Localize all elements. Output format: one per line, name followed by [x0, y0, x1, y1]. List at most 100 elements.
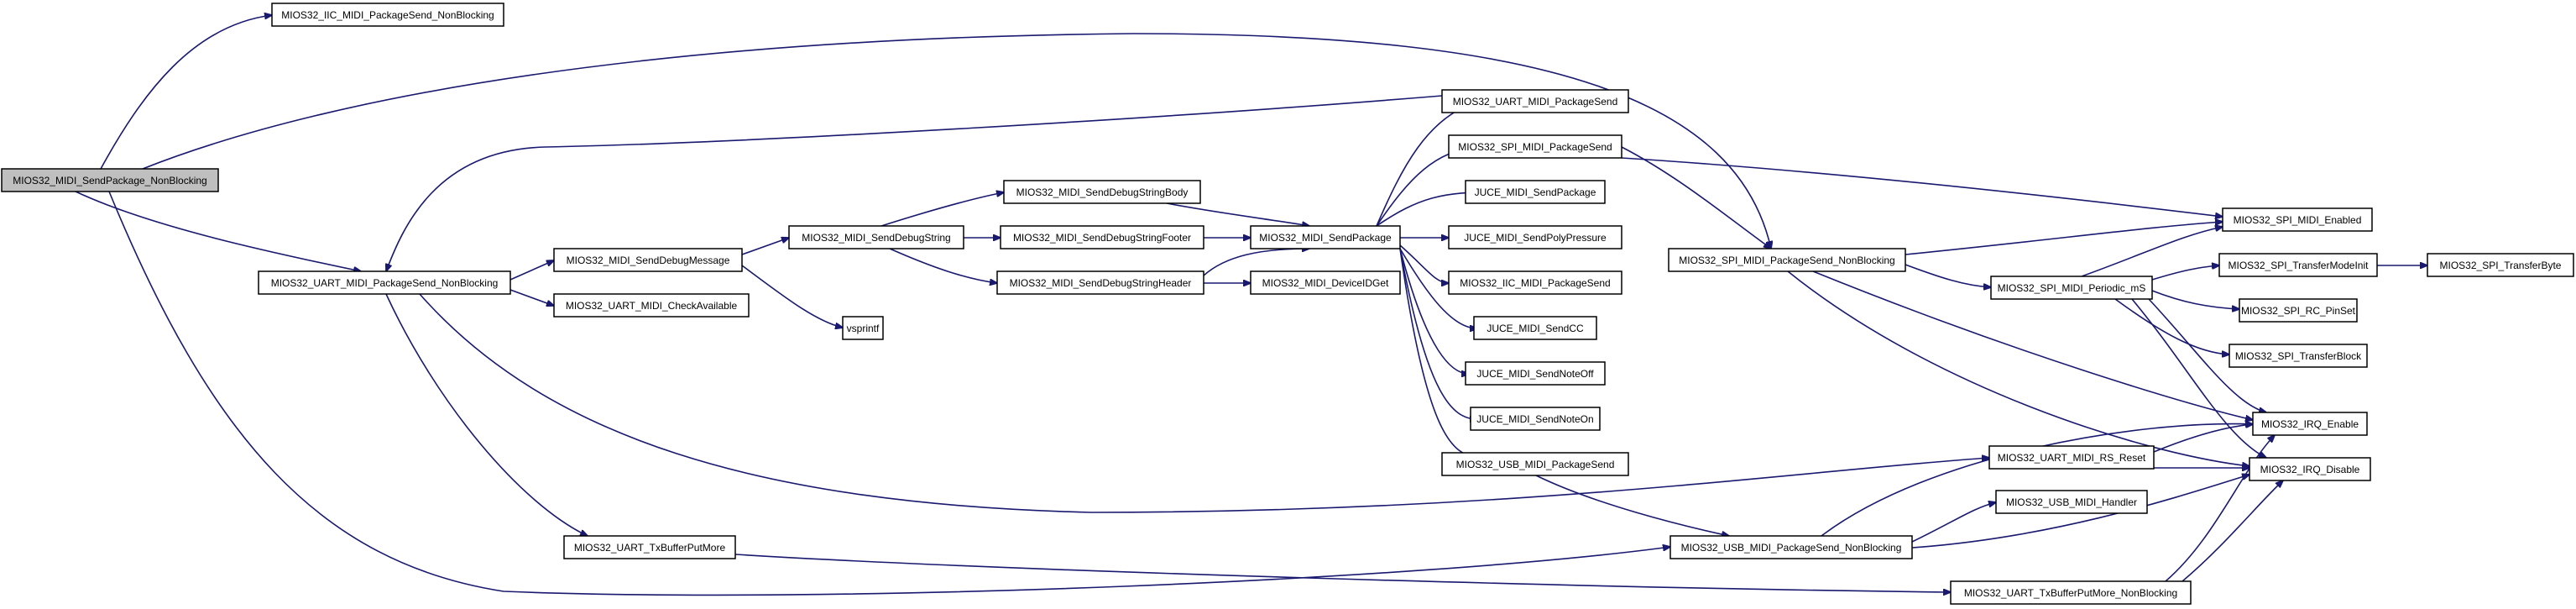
node-label: MIOS32_MIDI_SendPackage	[1259, 232, 1392, 244]
edge-mios32-midi-sendpackage-nonblocking-to-mios32-uart-midi-packagesend-nonblocking	[75, 191, 361, 271]
node-mios32-usb-midi-packagesend[interactable]: MIOS32_USB_MIDI_PackageSend	[1441, 452, 1629, 476]
node-mios32-spi-midi-enabled[interactable]: MIOS32_SPI_MIDI_Enabled	[2222, 207, 2373, 232]
edge-mios32-midi-senddebugmessage-to-vsprintf	[741, 265, 843, 328]
edge-mios32-usb-midi-packagesend-to-mios32-usb-midi-packagesend-nonblocking	[1535, 475, 1729, 536]
node-juce-midi-sendpackage[interactable]: JUCE_MIDI_SendPackage	[1465, 180, 1606, 204]
node-juce-midi-sendcc[interactable]: JUCE_MIDI_SendCC	[1473, 316, 1597, 340]
node-box[interactable]	[842, 316, 884, 340]
node-label: MIOS32_USB_MIDI_PackageSend_NonBlocking	[1681, 542, 1902, 554]
node-box[interactable]	[2222, 207, 2373, 232]
node-mios32-midi-senddebugstringheader[interactable]: MIOS32_MIDI_SendDebugStringHeader	[996, 270, 1204, 295]
node-box[interactable]	[1, 168, 219, 192]
edge-mios32-uart-midi-packagesend-nonblocking-to-mios32-midi-senddebugmessage	[509, 260, 554, 281]
edge-mios32-uart-midi-packagesend-nonblocking-to-mios32-uart-midi-rs-reset	[419, 293, 1989, 513]
node-box[interactable]	[1441, 452, 1629, 476]
node-mios32-uart-midi-rs-reset[interactable]: MIOS32_UART_MIDI_RS_Reset	[1988, 445, 2155, 470]
node-box[interactable]	[1669, 535, 1913, 559]
node-box[interactable]	[1250, 225, 1401, 249]
node-mios32-irq-disable[interactable]: MIOS32_IRQ_Disable	[2249, 457, 2371, 481]
node-mios32-midi-sendpackage[interactable]: MIOS32_MIDI_SendPackage	[1250, 225, 1401, 249]
node-mios32-spi-midi-periodic-ms[interactable]: MIOS32_SPI_MIDI_Periodic_mS	[1990, 276, 2153, 300]
node-mios32-uart-txbufferputmore[interactable]: MIOS32_UART_TxBufferPutMore	[563, 535, 736, 559]
edge-mios32-midi-sendpackage-to-mios32-iic-midi-packagesend	[1399, 244, 1449, 283]
node-box[interactable]	[2229, 344, 2368, 368]
node-box[interactable]	[1448, 270, 1622, 295]
node-mios32-midi-deviceidget[interactable]: MIOS32_MIDI_DeviceIDGet	[1250, 270, 1401, 295]
node-box[interactable]	[553, 293, 750, 318]
node-box[interactable]	[2239, 298, 2358, 323]
node-mios32-midi-senddebugstringbody[interactable]: MIOS32_MIDI_SendDebugStringBody	[1003, 180, 1201, 204]
node-mios32-uart-midi-packagesend-nonblocking[interactable]: MIOS32_UART_MIDI_PackageSend_NonBlocking	[258, 270, 511, 295]
node-box[interactable]	[2218, 253, 2378, 277]
node-mios32-spi-midi-packagesend[interactable]: MIOS32_SPI_MIDI_PackageSend	[1448, 134, 1622, 159]
node-box[interactable]	[1003, 180, 1201, 204]
edge-mios32-spi-midi-packagesend-nonblocking-to-mios32-irq-disable	[1787, 270, 2249, 466]
node-label: MIOS32_USB_MIDI_PackageSend	[1456, 459, 1615, 470]
node-label: JUCE_MIDI_SendNoteOff	[1476, 368, 1594, 380]
node-box[interactable]	[1441, 89, 1629, 113]
edge-mios32-spi-midi-packagesend-to-mios32-spi-midi-packagesend-nonblocking	[1621, 146, 1771, 249]
node-box[interactable]	[1465, 361, 1606, 386]
edge-mios32-spi-midi-packagesend-to-mios32-spi-midi-enabled	[1621, 157, 2223, 217]
node-mios32-spi-transferbyte[interactable]: MIOS32_SPI_TransferByte	[2427, 253, 2574, 277]
node-juce-midi-sendnoteoff[interactable]: JUCE_MIDI_SendNoteOff	[1465, 361, 1606, 386]
node-box[interactable]	[2249, 457, 2371, 481]
node-box[interactable]	[1465, 180, 1606, 204]
node-mios32-iic-midi-packagesend[interactable]: MIOS32_IIC_MIDI_PackageSend	[1448, 270, 1622, 295]
node-box[interactable]	[1448, 225, 1622, 249]
edge-mios32-midi-sendpackage-to-juce-midi-sendnoteon	[1399, 248, 1477, 419]
node-mios32-spi-midi-packagesend-nonblocking[interactable]: MIOS32_SPI_MIDI_PackageSend_NonBlocking	[1668, 248, 1906, 272]
node-juce-midi-sendpolypressure[interactable]: JUCE_MIDI_SendPolyPressure	[1448, 225, 1622, 249]
edge-mios32-spi-midi-periodic-ms-to-mios32-spi-midi-enabled	[2081, 227, 2223, 277]
node-box[interactable]	[1668, 248, 1906, 272]
node-label: MIOS32_IIC_MIDI_PackageSend_NonBlocking	[281, 9, 494, 21]
edge-mios32-midi-sendpackage-nonblocking-to-mios32-iic-midi-packagesend-nonblocking	[100, 15, 272, 170]
node-mios32-midi-senddebugmessage[interactable]: MIOS32_MIDI_SendDebugMessage	[553, 248, 743, 272]
edge-mios32-uart-txbufferputmore-to-mios32-uart-txbufferputmore-nonblocking	[734, 554, 1951, 592]
node-mios32-uart-midi-checkavailable[interactable]: MIOS32_UART_MIDI_CheckAvailable	[553, 293, 750, 318]
node-mios32-spi-rc-pinset[interactable]: MIOS32_SPI_RC_PinSet	[2239, 298, 2358, 323]
node-mios32-midi-sendpackage-nonblocking[interactable]: MIOS32_MIDI_SendPackage_NonBlocking	[1, 168, 219, 192]
edge-mios32-midi-senddebugstring-to-mios32-midi-senddebugstringbody	[880, 192, 1004, 227]
node-mios32-midi-senddebugstringfooter[interactable]: MIOS32_MIDI_SendDebugStringFooter	[1000, 225, 1204, 249]
node-label: MIOS32_SPI_RC_PinSet	[2241, 305, 2356, 317]
node-mios32-spi-transferblock[interactable]: MIOS32_SPI_TransferBlock	[2229, 344, 2368, 368]
node-box[interactable]	[1448, 134, 1622, 159]
node-mios32-uart-midi-packagesend[interactable]: MIOS32_UART_MIDI_PackageSend	[1441, 89, 1629, 113]
node-box[interactable]	[1988, 445, 2155, 470]
node-mios32-irq-enable[interactable]: MIOS32_IRQ_Enable	[2252, 412, 2368, 436]
node-box[interactable]	[788, 225, 964, 249]
node-box[interactable]	[258, 270, 511, 295]
node-box[interactable]	[563, 535, 736, 559]
node-box[interactable]	[1470, 407, 1601, 431]
node-box[interactable]	[1995, 490, 2148, 514]
node-box[interactable]	[2252, 412, 2368, 436]
node-box[interactable]	[1250, 270, 1401, 295]
node-box[interactable]	[271, 3, 504, 27]
node-box[interactable]	[996, 270, 1204, 295]
node-box[interactable]	[1950, 580, 2192, 605]
edge-mios32-midi-senddebugstring-to-mios32-midi-senddebugstringheader	[889, 248, 997, 283]
node-mios32-iic-midi-packagesend-nonblocking[interactable]: MIOS32_IIC_MIDI_PackageSend_NonBlocking	[271, 3, 504, 27]
edge-mios32-midi-sendpackage-nonblocking-to-mios32-usb-midi-packagesend-nonblocking	[108, 191, 1670, 596]
node-box[interactable]	[2427, 253, 2574, 277]
edge-mios32-uart-txbufferputmore-nonblocking-to-mios32-irq-enable	[2165, 435, 2275, 582]
edge-mios32-midi-sendpackage-nonblocking-to-mios32-spi-midi-packagesend-nonblocking	[142, 33, 1771, 249]
node-mios32-spi-transfermodeinit[interactable]: MIOS32_SPI_TransferModeInit	[2218, 253, 2378, 277]
edge-mios32-midi-sendpackage-to-mios32-spi-midi-packagesend	[1376, 147, 1477, 227]
edge-mios32-midi-senddebugstringbody-to-mios32-midi-sendpackage	[1166, 202, 1309, 226]
node-box[interactable]	[1990, 276, 2153, 300]
node-mios32-usb-midi-packagesend-nonblocking[interactable]: MIOS32_USB_MIDI_PackageSend_NonBlocking	[1669, 535, 1913, 559]
node-juce-midi-sendnoteon[interactable]: JUCE_MIDI_SendNoteOn	[1470, 407, 1601, 431]
node-mios32-usb-midi-handler[interactable]: MIOS32_USB_MIDI_Handler	[1995, 490, 2148, 514]
node-label: MIOS32_UART_TxBufferPutMore_NonBlocking	[1964, 587, 2177, 599]
node-box[interactable]	[1473, 316, 1597, 340]
node-mios32-uart-txbufferputmore-nonblocking[interactable]: MIOS32_UART_TxBufferPutMore_NonBlocking	[1950, 580, 2192, 605]
node-box[interactable]	[1000, 225, 1204, 249]
node-box[interactable]	[553, 248, 743, 272]
node-mios32-midi-senddebugstring[interactable]: MIOS32_MIDI_SendDebugString	[788, 225, 964, 249]
node-vsprintf[interactable]: vsprintf	[842, 316, 884, 340]
edge-mios32-midi-sendpackage-to-mios32-uart-midi-packagesend	[1376, 102, 1477, 227]
node-label: JUCE_MIDI_SendCC	[1487, 323, 1584, 334]
